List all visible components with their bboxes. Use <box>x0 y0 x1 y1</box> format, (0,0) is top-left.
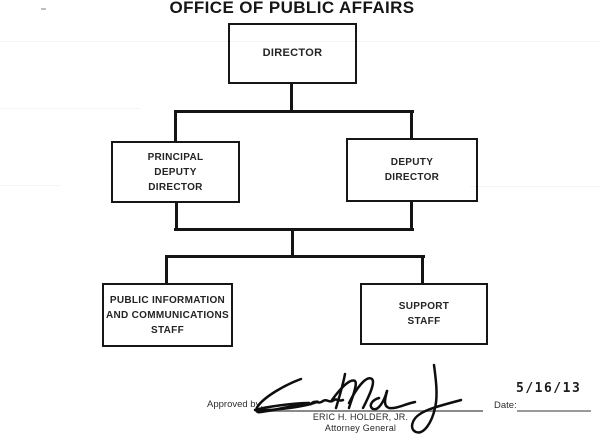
connector-line <box>290 84 293 112</box>
org-node-deputy-director-label: DEPUTY DIRECTOR <box>384 157 440 183</box>
connector-line <box>174 228 414 231</box>
signer-block: ERIC H. HOLDER, JR. Attorney General <box>298 412 423 435</box>
signature-eric-h-holder-jr <box>253 363 463 434</box>
org-node-principal-deputy-director: PRINCIPAL DEPUTY DIRECTOR <box>111 141 240 203</box>
date-line <box>517 410 591 412</box>
org-node-director-label: DIRECTOR <box>262 47 323 60</box>
connector-line <box>410 110 413 140</box>
scan-artifact <box>0 41 600 42</box>
connector-line <box>291 228 294 258</box>
org-node-public-information-staff: PUBLIC INFORMATION AND COMMUNICATIONS ST… <box>102 283 233 347</box>
connector-line <box>410 200 413 231</box>
connector-line <box>174 110 177 143</box>
connector-line <box>175 201 178 231</box>
org-node-principal-deputy-director-label: PRINCIPAL DEPUTY DIRECTOR <box>147 151 204 193</box>
connector-line <box>174 110 414 113</box>
scan-artifact <box>0 185 60 186</box>
org-node-public-information-staff-label: PUBLIC INFORMATION AND COMMUNICATIONS ST… <box>106 294 229 336</box>
connector-line <box>165 255 425 258</box>
date-label: Date: <box>494 400 517 411</box>
page-title: OFFICE OF PUBLIC AFFAIRS <box>169 0 415 17</box>
org-node-director: DIRECTOR <box>228 23 357 84</box>
signature-line <box>262 410 483 412</box>
connector-line <box>421 255 424 285</box>
scan-artifact <box>41 8 46 10</box>
approved-by-label: Approved by: <box>207 399 263 410</box>
org-node-support-staff-label: SUPPORT STAFF <box>398 301 450 327</box>
signer-name: ERIC H. HOLDER, JR. <box>312 412 409 422</box>
signer-title: Attorney General <box>324 423 397 434</box>
date-value: 5/16/13 <box>516 381 582 396</box>
org-node-deputy-director: DEPUTY DIRECTOR <box>346 138 478 202</box>
connector-line <box>165 255 168 285</box>
scan-artifact <box>0 108 140 109</box>
scan-artifact <box>470 186 600 187</box>
org-node-support-staff: SUPPORT STAFF <box>360 283 488 345</box>
